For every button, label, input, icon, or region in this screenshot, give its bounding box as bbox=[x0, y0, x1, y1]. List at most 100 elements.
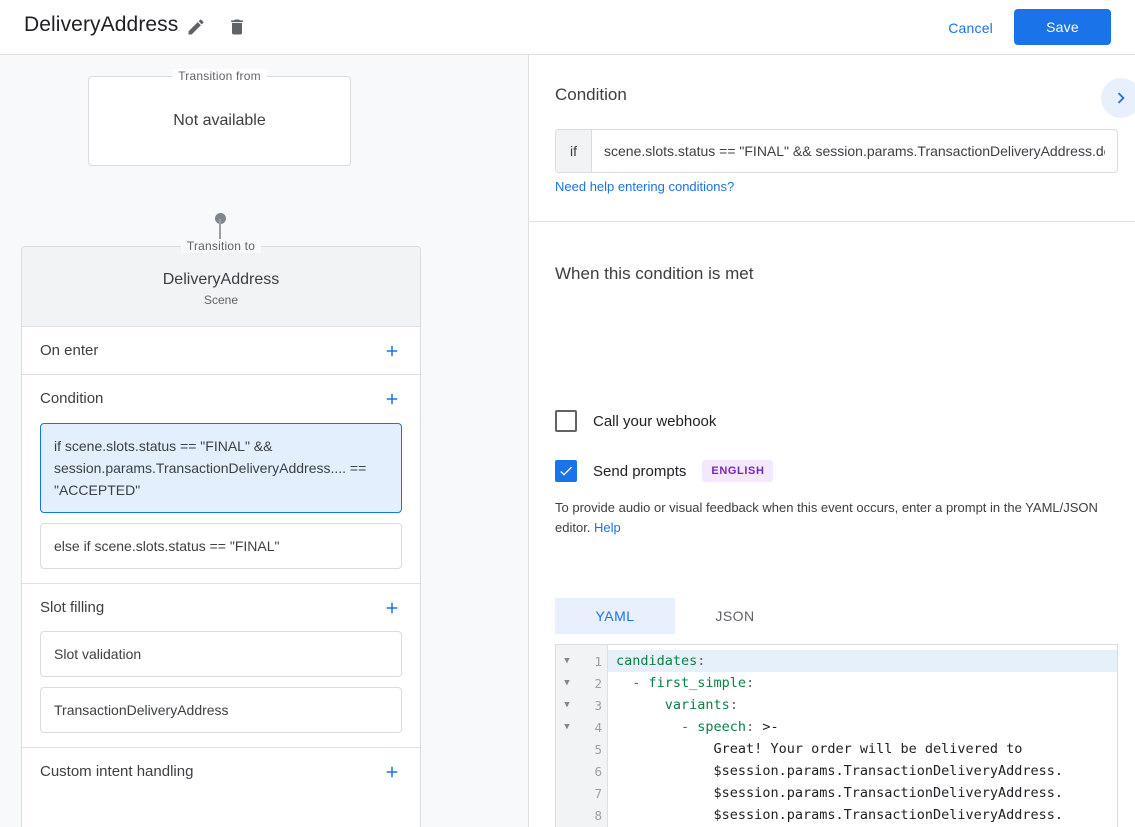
line-number: 5 bbox=[594, 741, 602, 757]
yaml-code-editor[interactable]: ▼1▼2▼3▼45678910 candidates: - first_simp… bbox=[555, 644, 1118, 827]
section-header-on-enter[interactable]: On enter bbox=[22, 327, 420, 374]
line-number: 2 bbox=[594, 675, 602, 691]
condition-input[interactable] bbox=[592, 130, 1117, 172]
code-indent bbox=[616, 741, 714, 757]
language-badge: ENGLISH bbox=[702, 460, 774, 482]
save-button[interactable]: Save bbox=[1014, 9, 1111, 45]
code-punct-token: : bbox=[697, 653, 706, 669]
section-body-slot-filling: Slot validation TransactionDeliveryAddre… bbox=[22, 631, 420, 747]
section-on-enter: On enter bbox=[22, 327, 420, 375]
section-header-condition[interactable]: Condition bbox=[22, 375, 420, 422]
scene-card: Transition to DeliveryAddress Scene On e… bbox=[21, 239, 421, 827]
transition-to-legend: Transition to bbox=[180, 239, 262, 253]
code-key-token: candidates bbox=[616, 653, 698, 669]
tab-yaml[interactable]: YAML bbox=[555, 598, 675, 634]
code-text-token: $session.params.TransactionDeliveryAddre… bbox=[713, 763, 1064, 779]
gutter-row: ▼1 bbox=[556, 650, 607, 672]
code-text-token: >- bbox=[754, 719, 779, 735]
section-slot-filling: Slot filling Slot validation Transaction… bbox=[22, 584, 420, 748]
section-header-custom-intent-handling[interactable]: Custom intent handling bbox=[22, 748, 420, 795]
gutter-row: 5 bbox=[556, 738, 607, 760]
condition-help-link[interactable]: Need help entering conditions? bbox=[555, 179, 735, 194]
code-line[interactable]: - first_simple: bbox=[608, 672, 1117, 694]
code-line[interactable]: candidates: bbox=[608, 650, 1117, 672]
editor-code-area[interactable]: candidates: - first_simple: variants: - … bbox=[608, 645, 1117, 827]
section-body-condition: if scene.slots.status == "FINAL" && sess… bbox=[22, 422, 420, 583]
code-key-token: first_simple bbox=[648, 675, 747, 691]
line-number: 8 bbox=[594, 807, 602, 823]
code-line[interactable]: $session.params.TransactionDeliveryAddre… bbox=[608, 782, 1117, 804]
code-punct-token: : bbox=[746, 675, 755, 691]
code-text-token: $session.params.TransactionDeliveryAddre… bbox=[713, 785, 1064, 801]
gutter-row: ▼4 bbox=[556, 716, 607, 738]
transition-to-card: Transition to DeliveryAddress Scene bbox=[22, 239, 420, 327]
tab-json[interactable]: JSON bbox=[715, 608, 755, 624]
chevron-right-icon[interactable] bbox=[1101, 78, 1135, 118]
gutter-row: ▼3 bbox=[556, 694, 607, 716]
section-title-on-enter: On enter bbox=[40, 342, 99, 359]
plus-icon[interactable] bbox=[378, 758, 406, 786]
transition-graph-panel: Transition from Not available Transition… bbox=[0, 55, 529, 827]
code-indent bbox=[616, 785, 714, 801]
send-prompts-checkbox-row[interactable]: Send prompts ENGLISH bbox=[555, 460, 774, 482]
section-header-slot-filling[interactable]: Slot filling bbox=[22, 584, 420, 631]
cancel-button[interactable]: Cancel bbox=[940, 14, 1001, 42]
code-key-token: speech bbox=[697, 719, 747, 735]
code-text-token: $session.params.TransactionDeliveryAddre… bbox=[713, 807, 1064, 823]
gutter-row: 6 bbox=[556, 760, 607, 782]
plus-icon[interactable] bbox=[378, 337, 406, 365]
list-item[interactable]: else if scene.slots.status == "FINAL" bbox=[40, 523, 402, 569]
pencil-icon[interactable] bbox=[181, 12, 211, 42]
code-punct-token: : bbox=[746, 719, 755, 735]
code-line[interactable]: - speech: >- bbox=[608, 716, 1117, 738]
transition-from-value: Not available bbox=[173, 112, 266, 129]
section-custom-intent-handling: Custom intent handling bbox=[22, 748, 420, 795]
code-indent: - bbox=[616, 675, 649, 691]
list-item[interactable]: Slot validation bbox=[40, 631, 402, 677]
chevron-right-icon-svg bbox=[1117, 92, 1125, 104]
condition-if-label: if bbox=[556, 130, 592, 172]
transition-from-legend: Transition from bbox=[172, 69, 267, 83]
call-webhook-label: Call your webhook bbox=[593, 412, 717, 430]
editor-help-link[interactable]: Help bbox=[594, 520, 621, 535]
line-number: 6 bbox=[594, 763, 602, 779]
line-number: 4 bbox=[594, 719, 602, 735]
list-item[interactable]: TransactionDeliveryAddress bbox=[40, 687, 402, 733]
plus-icon-svg bbox=[386, 393, 398, 404]
checkmark-icon bbox=[560, 466, 572, 476]
plus-icon-svg bbox=[386, 345, 398, 356]
code-indent: - bbox=[616, 719, 698, 735]
plus-icon[interactable] bbox=[378, 385, 406, 413]
editor-description-text: To provide audio or visual feedback when… bbox=[555, 500, 1098, 535]
list-item[interactable]: if scene.slots.status == "FINAL" && sess… bbox=[40, 423, 402, 513]
code-indent bbox=[616, 807, 714, 823]
editor-format-tabs: YAML JSON bbox=[555, 598, 795, 634]
section-title-slot-filling: Slot filling bbox=[40, 599, 105, 616]
top-app-bar: DeliveryAddress Cancel Save bbox=[0, 0, 1135, 55]
code-key-token: variants bbox=[664, 697, 730, 713]
fold-arrow-icon[interactable]: ▼ bbox=[564, 678, 570, 688]
code-line[interactable]: variants: bbox=[608, 694, 1117, 716]
fold-arrow-icon[interactable]: ▼ bbox=[564, 656, 570, 666]
transition-from-card: Transition from Not available bbox=[88, 69, 351, 166]
code-line[interactable]: Great! Your order will be delivered to bbox=[608, 738, 1117, 760]
line-number: 1 bbox=[594, 653, 602, 669]
code-indent bbox=[616, 763, 714, 779]
transition-to-name: DeliveryAddress bbox=[162, 270, 280, 288]
connector-dot bbox=[215, 213, 226, 224]
send-prompts-checkbox[interactable] bbox=[555, 460, 577, 482]
plus-icon[interactable] bbox=[378, 594, 406, 622]
condition-heading: Condition bbox=[555, 85, 627, 104]
code-text-token: Great! Your order will be delivered to bbox=[713, 741, 1023, 757]
call-webhook-checkbox[interactable] bbox=[555, 410, 577, 432]
plus-icon-svg bbox=[386, 602, 398, 613]
trash-icon[interactable] bbox=[222, 12, 252, 42]
call-webhook-checkbox-row[interactable]: Call your webhook bbox=[555, 410, 716, 432]
code-line[interactable]: $session.params.TransactionDeliveryAddre… bbox=[608, 760, 1117, 782]
code-line[interactable]: $session.params.TransactionDeliveryAddre… bbox=[608, 804, 1117, 826]
fold-arrow-icon[interactable]: ▼ bbox=[564, 722, 570, 732]
code-punct-token: : bbox=[729, 697, 738, 713]
line-number: 7 bbox=[594, 785, 602, 801]
fold-arrow-icon[interactable]: ▼ bbox=[564, 700, 570, 710]
gutter-row: 7 bbox=[556, 782, 607, 804]
